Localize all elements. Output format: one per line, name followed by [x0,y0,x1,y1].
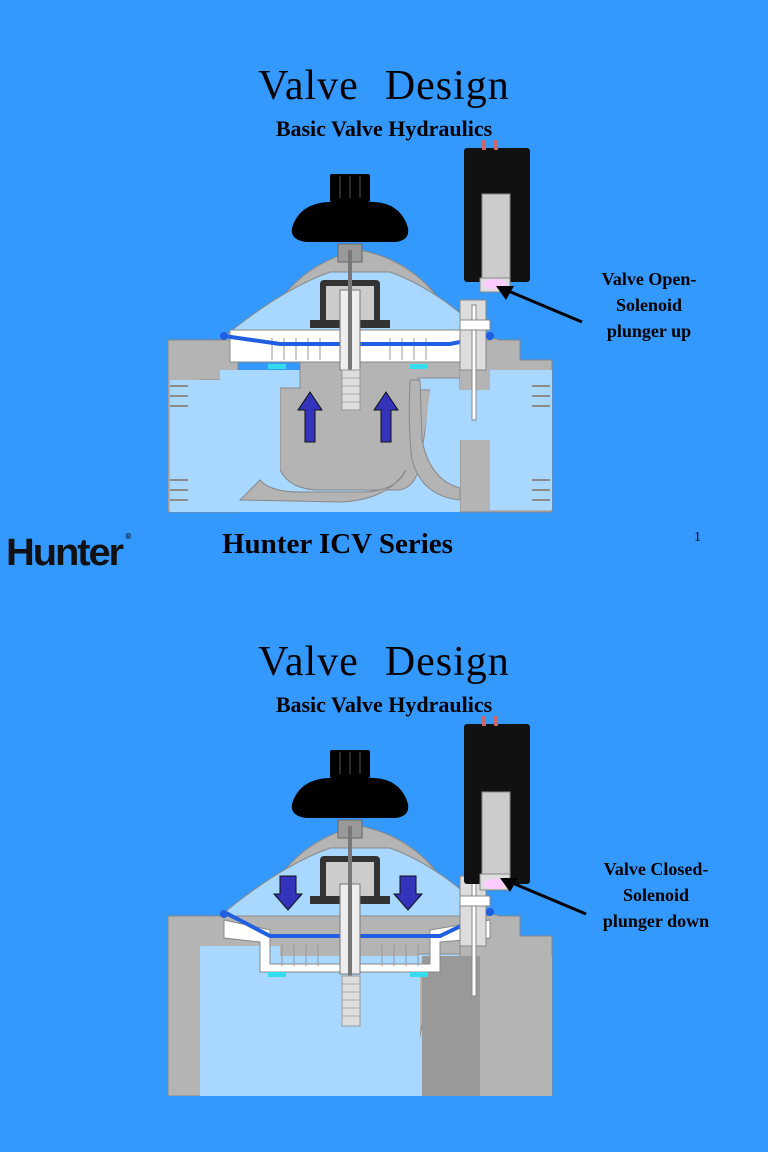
logo-text: Hunter [6,532,124,574]
title-word-design: Design [384,639,510,685]
callout-line: plunger up [606,321,692,341]
callout-arrow [496,286,583,324]
callout-line: Solenoid [615,295,683,315]
registered-mark: ® [125,532,132,541]
slide-title: Valve Design [0,62,768,110]
title-word-design: Design [384,63,510,109]
callout-text: Valve Open- Solenoid plunger up [586,266,712,344]
callout-line: Valve Open- [601,269,697,289]
callout-line: Solenoid [622,885,690,905]
hunter-logo: Hunter® [6,532,131,575]
footer-series: Hunter ICV Series [222,528,453,560]
slide-subtitle: Basic Valve Hydraulics [275,692,493,717]
callout-text: Valve Closed- Solenoid plunger down [586,856,726,934]
title-word-valve: Valve [258,63,359,109]
callout-line: Valve Closed- [603,859,709,879]
page-number: 1 [694,530,701,545]
callout-arrow [500,878,587,916]
slide-title: Valve Design [0,638,768,686]
title-word-valve: Valve [258,639,359,685]
valve-diagram-open [167,140,553,513]
callout-line: plunger down [602,911,710,931]
slide-valve-closed: Valve Design Basic Valve Hydraulics [0,576,768,1152]
slide-subtitle: Basic Valve Hydraulics [275,116,493,141]
slide-valve-open: Valve Design Basic Valve Hydraulics [0,62,768,575]
